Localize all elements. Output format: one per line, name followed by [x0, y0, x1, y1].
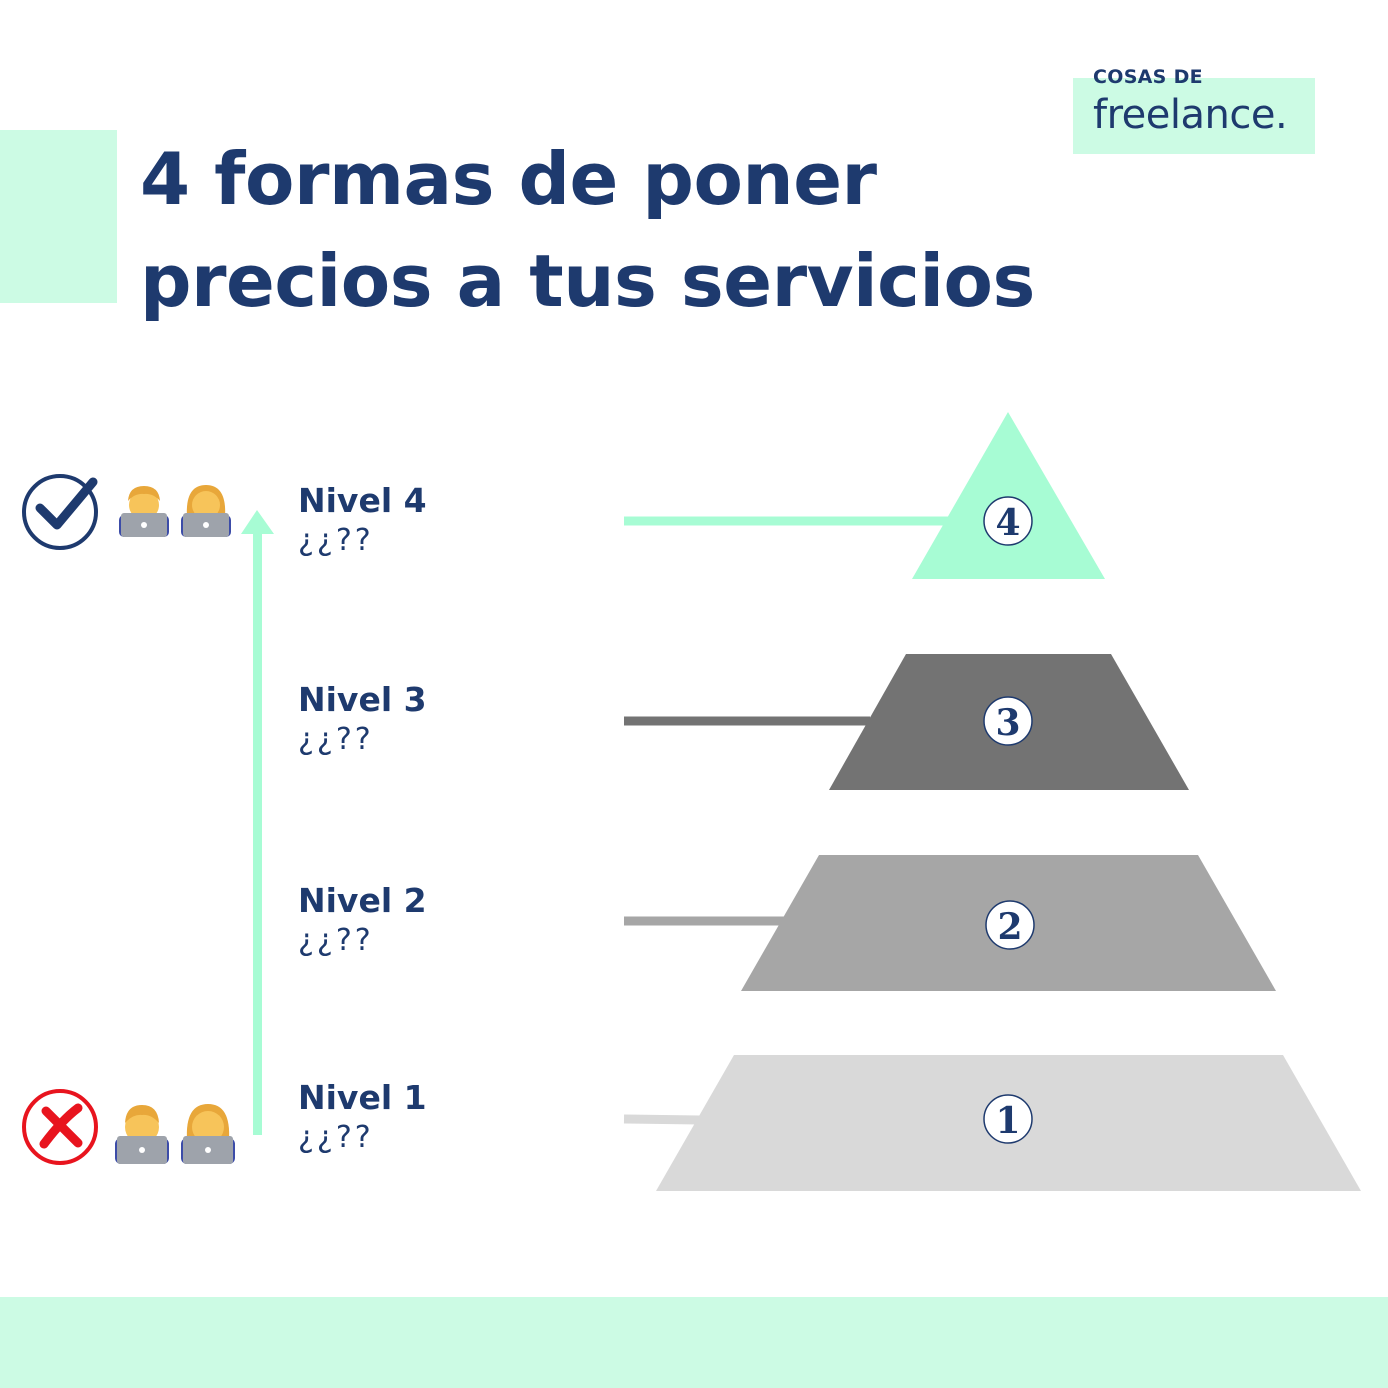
- man-technologist-icon: [119, 486, 169, 537]
- pyramid-tier-4: [912, 412, 1105, 579]
- tier-number-3: 3: [995, 702, 1020, 744]
- tier-badge-2: 2: [985, 900, 1035, 950]
- level-description: ¿¿??: [298, 923, 374, 958]
- cross-circle-icon: [22, 1089, 98, 1165]
- level-description: ¿¿??: [298, 523, 374, 558]
- tier-badge-4: 4: [983, 496, 1033, 546]
- title-line-1: 4 formas de poner: [140, 137, 877, 221]
- level-description: ¿¿??: [298, 1120, 374, 1155]
- check-circle-icon: [22, 474, 98, 550]
- woman-technologist-icon: [181, 485, 231, 537]
- man-technologist-icon: [115, 1105, 169, 1164]
- logo-top-text: COSAS DE: [1093, 66, 1203, 88]
- tier-badge-3: 3: [983, 696, 1033, 746]
- level-label-3: Nivel 3 ¿¿??: [298, 680, 427, 760]
- brand-logo: COSAS DE freelance.: [1073, 60, 1315, 154]
- tier-badge-1: 1: [983, 1094, 1033, 1144]
- tier-number-4: 4: [995, 502, 1020, 544]
- logo-main-text: freelance.: [1093, 92, 1288, 138]
- footer-band: [0, 1297, 1388, 1388]
- level-description: ¿¿??: [298, 722, 374, 757]
- page-title: 4 formas de poner precios a tus servicio…: [140, 128, 1035, 332]
- level-label-1: Nivel 1 ¿¿??: [298, 1078, 427, 1158]
- logo-highlight: [1073, 78, 1315, 154]
- level-label-2: Nivel 2 ¿¿??: [298, 881, 427, 961]
- level-label-4: Nivel 4 ¿¿??: [298, 481, 427, 561]
- progress-arrow: [241, 510, 274, 1135]
- woman-technologist-icon: [181, 1104, 235, 1164]
- level-name: Nivel 3: [298, 680, 427, 719]
- level-name: Nivel 4: [298, 481, 427, 520]
- level-name: Nivel 1: [298, 1078, 427, 1117]
- tier-number-2: 2: [997, 906, 1022, 948]
- title-line-2: precios a tus servicios: [140, 239, 1035, 323]
- accent-block: [0, 130, 117, 303]
- level-name: Nivel 2: [298, 881, 427, 920]
- tier-number-1: 1: [995, 1100, 1020, 1142]
- connector-line-1: [623, 1114, 701, 1125]
